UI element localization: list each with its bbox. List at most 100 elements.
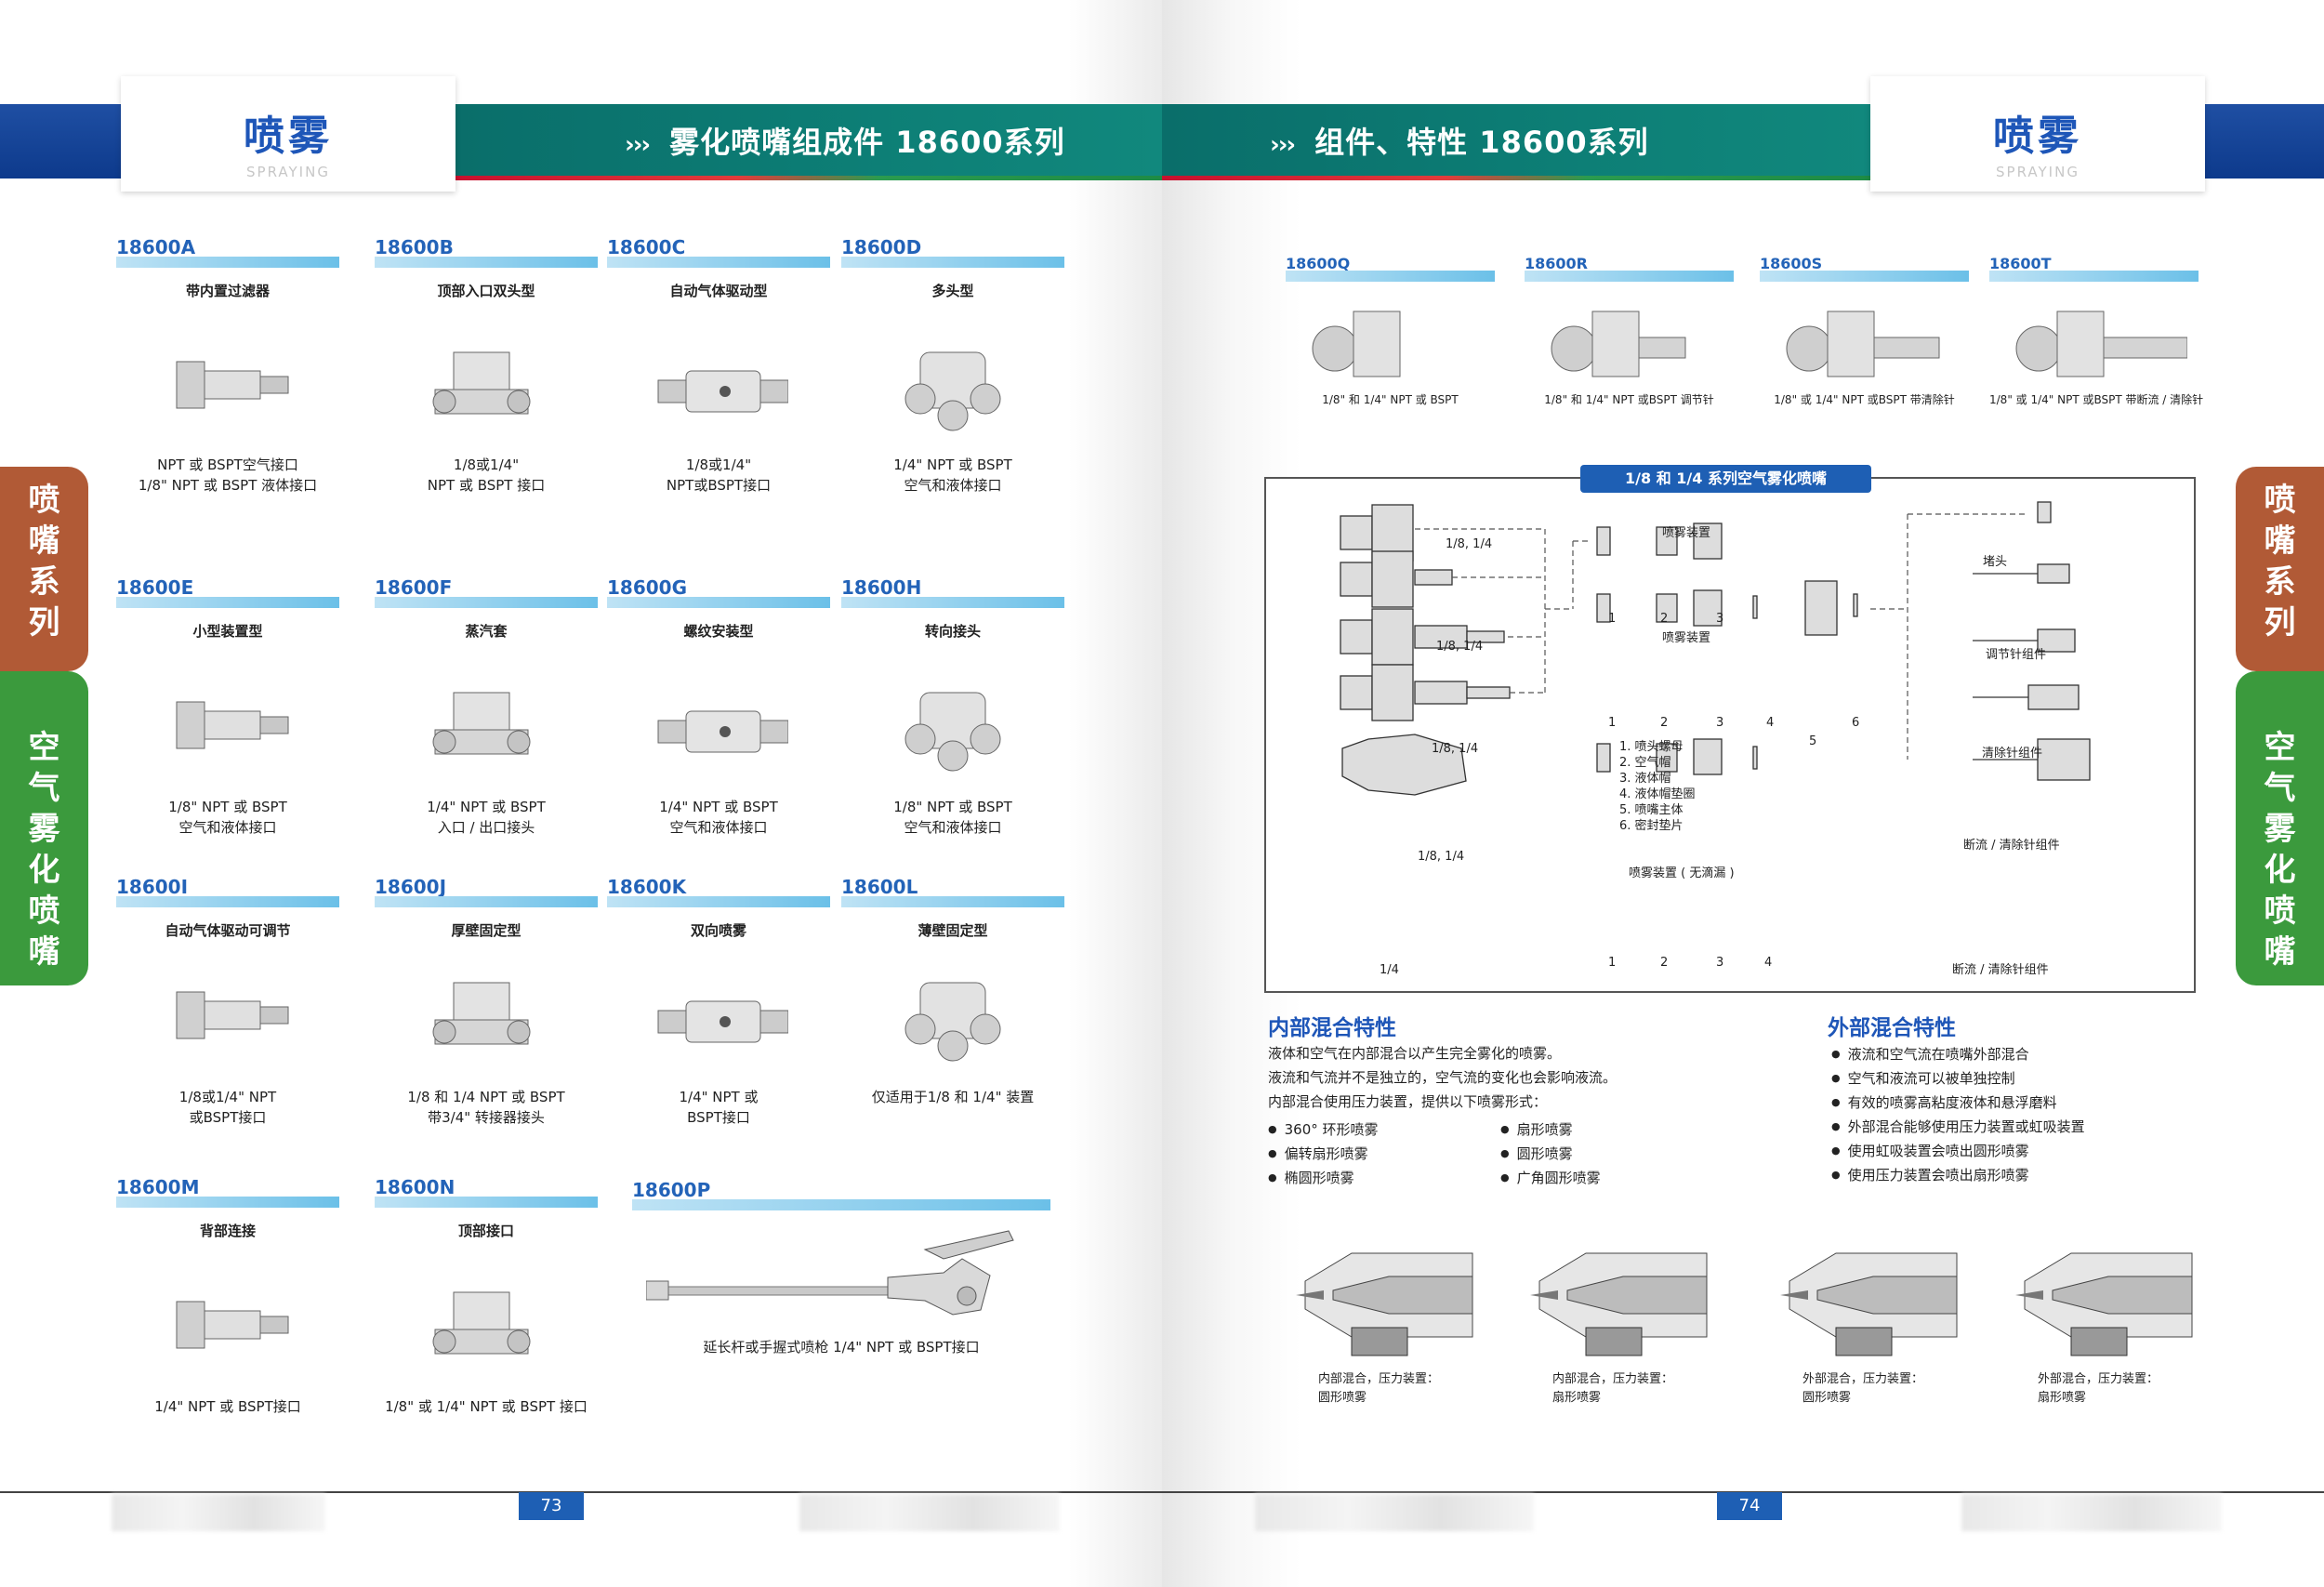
product-code: 18600P xyxy=(632,1179,1050,1210)
product-image xyxy=(176,991,289,1039)
cutaway-caption: 外部混合，压力装置：圆形喷雾 xyxy=(1802,1372,1924,1405)
product-name: 自动气体驱动型 xyxy=(669,283,768,299)
diagram-assembly-label: 喷雾装置 ( 无滴漏 ) xyxy=(1629,866,1735,880)
external-mix-title: 外部混合特性 xyxy=(1828,1016,1956,1040)
diagram-part-number: 3 xyxy=(1716,716,1724,730)
product-name: 小型装置型 xyxy=(192,623,263,640)
product-code: 18600L xyxy=(841,876,1064,907)
internal-mix-text: 液体和空气在内部混合以产生完全雾化的喷雾。 液流和气流并不是独立的，空气流的变化… xyxy=(1268,1041,1617,1114)
page-title-text: 组件、特性 18600系列 xyxy=(1314,125,1649,160)
diagram-part-number: 1 xyxy=(1608,612,1617,626)
page-number: 74 xyxy=(1717,1492,1782,1520)
tab-char: 空 xyxy=(2264,729,2296,766)
tab-char: 喷 xyxy=(2264,893,2296,930)
diagram-legend-item: 6. 密封垫片 xyxy=(1619,819,1684,833)
bullet: 偏转扇形喷雾 xyxy=(1268,1144,1368,1163)
product-code: 18600G xyxy=(607,576,830,608)
tab-char: 化 xyxy=(28,852,60,889)
diagram-size-label: 1/8, 1/4 xyxy=(1432,742,1479,756)
spray-gun-image xyxy=(646,1230,1014,1316)
footer-blur xyxy=(1961,1494,2222,1531)
diagram-title: 1/8 和 1/4 系列空气雾化喷嘴 xyxy=(1580,465,1871,493)
side-tab-air-atomizing[interactable]: 空 气 雾 化 喷 嘴 xyxy=(0,671,88,985)
product-image xyxy=(432,692,531,755)
cutaway-image xyxy=(1530,1252,1708,1356)
tab-char: 嘴 xyxy=(2264,522,2296,560)
diagram-size-label: 1/8, 1/4 xyxy=(1436,640,1484,654)
page-title: ›››雾化喷嘴组成件 18600系列 xyxy=(625,119,1065,162)
header-band-teal xyxy=(456,104,1162,179)
product-code: 18600A xyxy=(116,236,339,268)
product-code: 18600H xyxy=(841,576,1064,608)
page-title-text: 雾化喷嘴组成件 18600系列 xyxy=(669,125,1065,160)
tab-char: 雾 xyxy=(28,811,60,848)
diagram-part-label: 断流 / 清除针组件 xyxy=(1963,839,2060,853)
product-image xyxy=(432,1291,531,1355)
diagram-assembly-label: 喷雾装置 xyxy=(1662,631,1711,645)
text-line: 液流和气流并不是独立的，空气流的变化也会影响液流。 xyxy=(1268,1069,1618,1086)
diagram-part-number: 5 xyxy=(1809,734,1817,748)
footer-blur xyxy=(112,1494,325,1531)
cutaway-illustration xyxy=(1780,1225,1966,1369)
internal-mix-title: 内部混合特性 xyxy=(1268,1016,1396,1040)
product-description: 1/8" 或 1/4" NPT 或BSPT 带断流 / 清除针 xyxy=(1989,393,2204,406)
product-image xyxy=(1786,311,1939,377)
logo-subtitle: SPRAYING xyxy=(246,164,330,180)
product-name: 背部连接 xyxy=(199,1223,256,1239)
product-image xyxy=(657,1000,788,1043)
diagram-size-label: 1/8, 1/4 xyxy=(1446,537,1493,551)
cutaway-caption: 内部混合，压力装置：圆形喷雾 xyxy=(1318,1372,1440,1405)
diagram-part-number: 2 xyxy=(1660,716,1669,730)
tab-char: 雾 xyxy=(2264,811,2296,848)
product-image xyxy=(176,361,289,409)
tab-char: 空 xyxy=(28,729,60,766)
product-code: 18600I xyxy=(116,876,339,907)
product-18600P: 18600P 延长杆或手握式喷枪 1/4" NPT 或 BSPT接口 xyxy=(632,1179,1050,1357)
product-description: 1/8" 和 1/4" NPT 或BSPT 调节针 xyxy=(1544,393,1714,406)
header-band-teal xyxy=(1162,104,1870,179)
left-page: 喷雾 SPRAYING ›››雾化喷嘴组成件 18600系列 喷 嘴 系 列 空… xyxy=(0,0,1162,1587)
side-tab-nozzle-series[interactable]: 喷 嘴 系 列 xyxy=(2236,467,2324,671)
product-image xyxy=(905,351,1001,431)
diagram-legend-item: 3. 液体帽 xyxy=(1619,772,1671,786)
product-code: 18600D xyxy=(841,236,1064,268)
product-image xyxy=(657,370,788,413)
bullet: 使用虹吸装置会喷出圆形喷雾 xyxy=(1831,1141,2029,1160)
header-band-blue xyxy=(2203,104,2324,179)
product-image xyxy=(2015,311,2187,377)
product-image xyxy=(432,982,531,1045)
side-tab-air-atomizing[interactable]: 空 气 雾 化 喷 嘴 xyxy=(2236,671,2324,985)
logo-box: 喷雾 SPRAYING xyxy=(121,76,456,192)
diagram-part-number: 3 xyxy=(1716,956,1724,970)
diagram-drawing xyxy=(1340,501,2091,796)
chevron-icon: ››› xyxy=(1270,131,1296,159)
product-image xyxy=(176,701,289,749)
diagram-assembly-label: 喷雾装置 xyxy=(1662,526,1711,540)
product-name: 薄壁固定型 xyxy=(918,922,988,939)
bullet: 360° 环形喷雾 xyxy=(1268,1119,1379,1139)
product-name: 自动气体驱动可调节 xyxy=(165,922,291,939)
side-tab-nozzle-series[interactable]: 喷 嘴 系 列 xyxy=(0,467,88,671)
text-line: 内部混合使用压力装置，提供以下喷雾形式： xyxy=(1268,1093,1548,1110)
cutaway-illustration xyxy=(2015,1225,2201,1369)
product-code: 18600N xyxy=(375,1176,598,1208)
header-stripe xyxy=(456,176,1162,180)
cutaway-image xyxy=(2015,1252,2193,1356)
cutaway-image xyxy=(1780,1252,1958,1356)
product-description: 1/8或1/4"NPT或BSPT接口 xyxy=(666,456,772,494)
cutaway-illustration xyxy=(1530,1225,1716,1369)
diagram-part-number: 6 xyxy=(1852,716,1860,730)
product-code: 18600S xyxy=(1760,255,1969,282)
tab-char: 列 xyxy=(28,604,60,641)
